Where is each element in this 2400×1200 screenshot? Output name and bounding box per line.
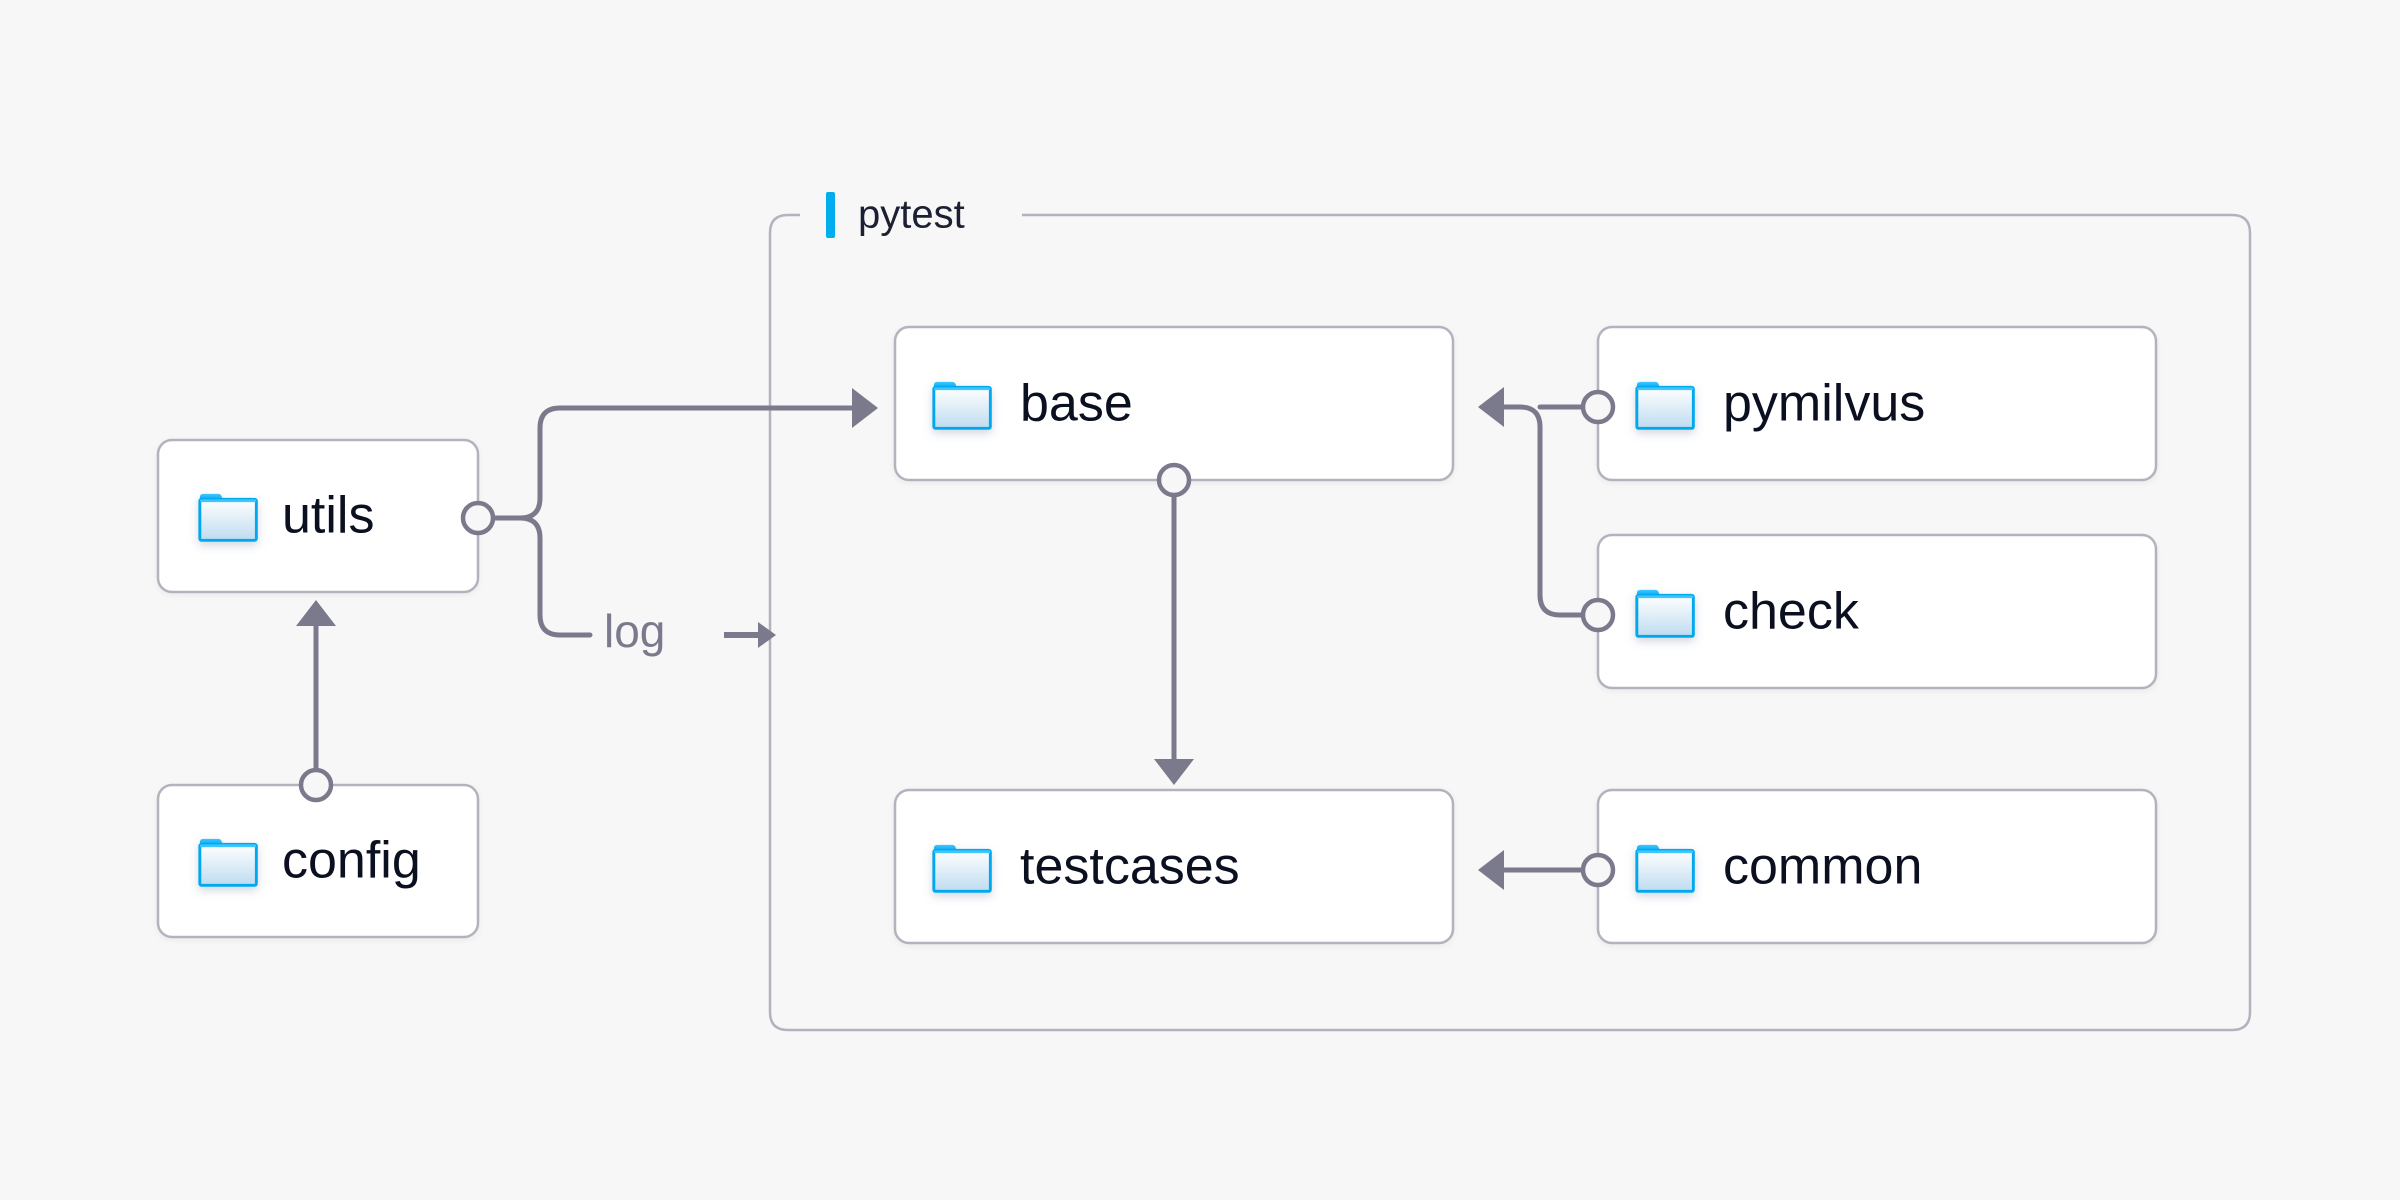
edge-port-utils-to-base[interactable] — [460, 500, 496, 536]
node-label-base: base — [1020, 375, 1133, 433]
node-testcases[interactable]: testcases — [893, 788, 1455, 945]
node-box-testcases[interactable] — [893, 788, 1455, 945]
node-label-check: check — [1723, 583, 1860, 641]
edge-label-log: log — [604, 605, 665, 657]
node-label-config: config — [282, 832, 421, 890]
node-check[interactable]: check — [1596, 533, 2158, 690]
edge-port-config-to-utils[interactable] — [298, 767, 334, 803]
node-common[interactable]: common — [1596, 788, 2158, 945]
edge-check-to-base — [1497, 404, 1586, 618]
vertical-bar-marker-icon — [826, 192, 835, 238]
edge-labels-layer: log — [604, 605, 776, 657]
group-label-pytest: pytest — [858, 193, 965, 237]
arrowhead — [296, 600, 336, 626]
arrow-right-glyph-icon — [724, 622, 776, 648]
node-base[interactable]: base — [893, 325, 1455, 482]
edge-utils-to-log — [490, 515, 593, 638]
edge-port-check-to-base[interactable] — [1580, 597, 1616, 633]
node-box-base[interactable] — [893, 325, 1455, 482]
arrowhead — [1478, 387, 1504, 427]
arrowhead — [852, 388, 878, 428]
edge-port-common-to-testcases[interactable] — [1580, 852, 1616, 888]
edges-layer — [296, 387, 1586, 890]
group-container-pytest: pytest — [768, 192, 2252, 1032]
node-label-testcases: testcases — [1020, 838, 1240, 896]
node-pymilvus[interactable]: pymilvus — [1596, 325, 2158, 482]
node-label-utils: utils — [282, 487, 374, 545]
nodes-layer: utils config base testcases pymilvus check com… — [156, 325, 2158, 945]
arrowhead — [1478, 850, 1504, 890]
edge-ports-layer — [298, 389, 1616, 888]
node-utils[interactable]: utils — [156, 438, 480, 594]
edge-port-base-to-testcases[interactable] — [1156, 462, 1192, 498]
node-box-check[interactable] — [1596, 533, 2158, 690]
node-config[interactable]: config — [156, 783, 480, 939]
edge-port-pymilvus-to-base[interactable] — [1580, 389, 1616, 425]
node-label-common: common — [1723, 838, 1922, 896]
group-border — [768, 213, 2252, 1032]
node-label-pymilvus: pymilvus — [1723, 375, 1925, 433]
edge-utils-to-base — [490, 405, 858, 521]
arrowhead — [1154, 759, 1194, 785]
